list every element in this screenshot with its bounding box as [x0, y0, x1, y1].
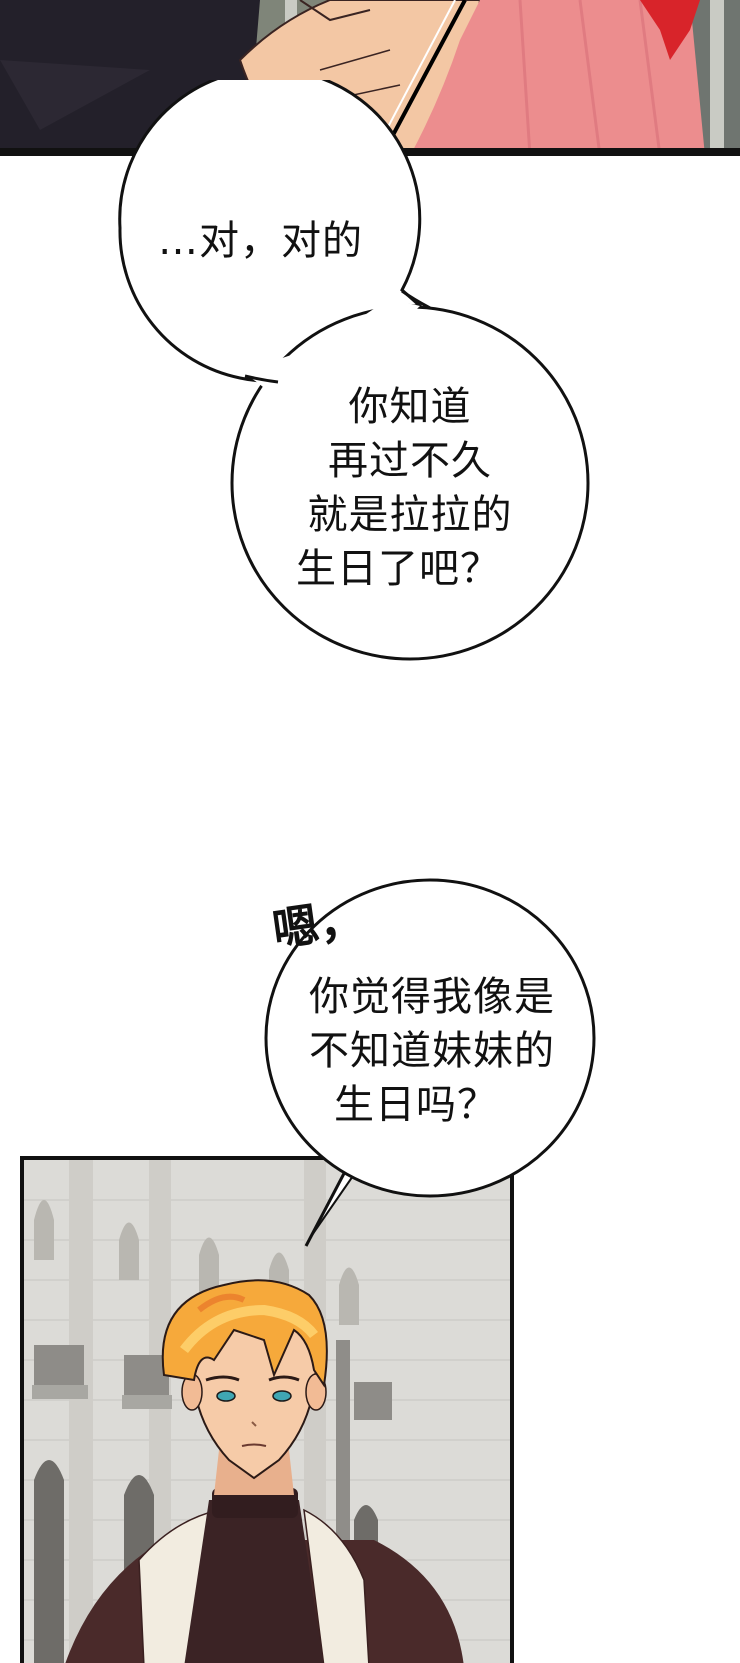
bubble-2-line-4: 生日了吧？ — [296, 546, 501, 592]
speech-bubble-3 — [262, 876, 598, 1206]
bubble-3-text: 你觉得我像是 不知道妹妹的 生日吗？ — [282, 970, 582, 1132]
speech-bubble-group-1 — [100, 80, 620, 680]
bubble-2-line-1: 你知道 — [348, 384, 472, 430]
sfx-hmm: 嗯， — [269, 890, 368, 958]
bubble-2-text: 你知道 再过不久 就是拉拉的 生日了吧？ — [290, 380, 530, 596]
bubble-3-line-1: 你觉得我像是 — [309, 974, 555, 1020]
bubble-3-line-3: 生日吗？ — [334, 1082, 498, 1128]
panel-bottom-artwork — [24, 1160, 510, 1663]
bubble-1-text: …对，对的 — [158, 218, 363, 264]
bubble-2-line-3: 就是拉拉的 — [307, 492, 513, 538]
bubble-2-line-2: 再过不久 — [328, 438, 492, 484]
bubble-3-line-2: 不知道妹妹的 — [309, 1028, 555, 1074]
panel-bottom — [20, 1156, 514, 1663]
